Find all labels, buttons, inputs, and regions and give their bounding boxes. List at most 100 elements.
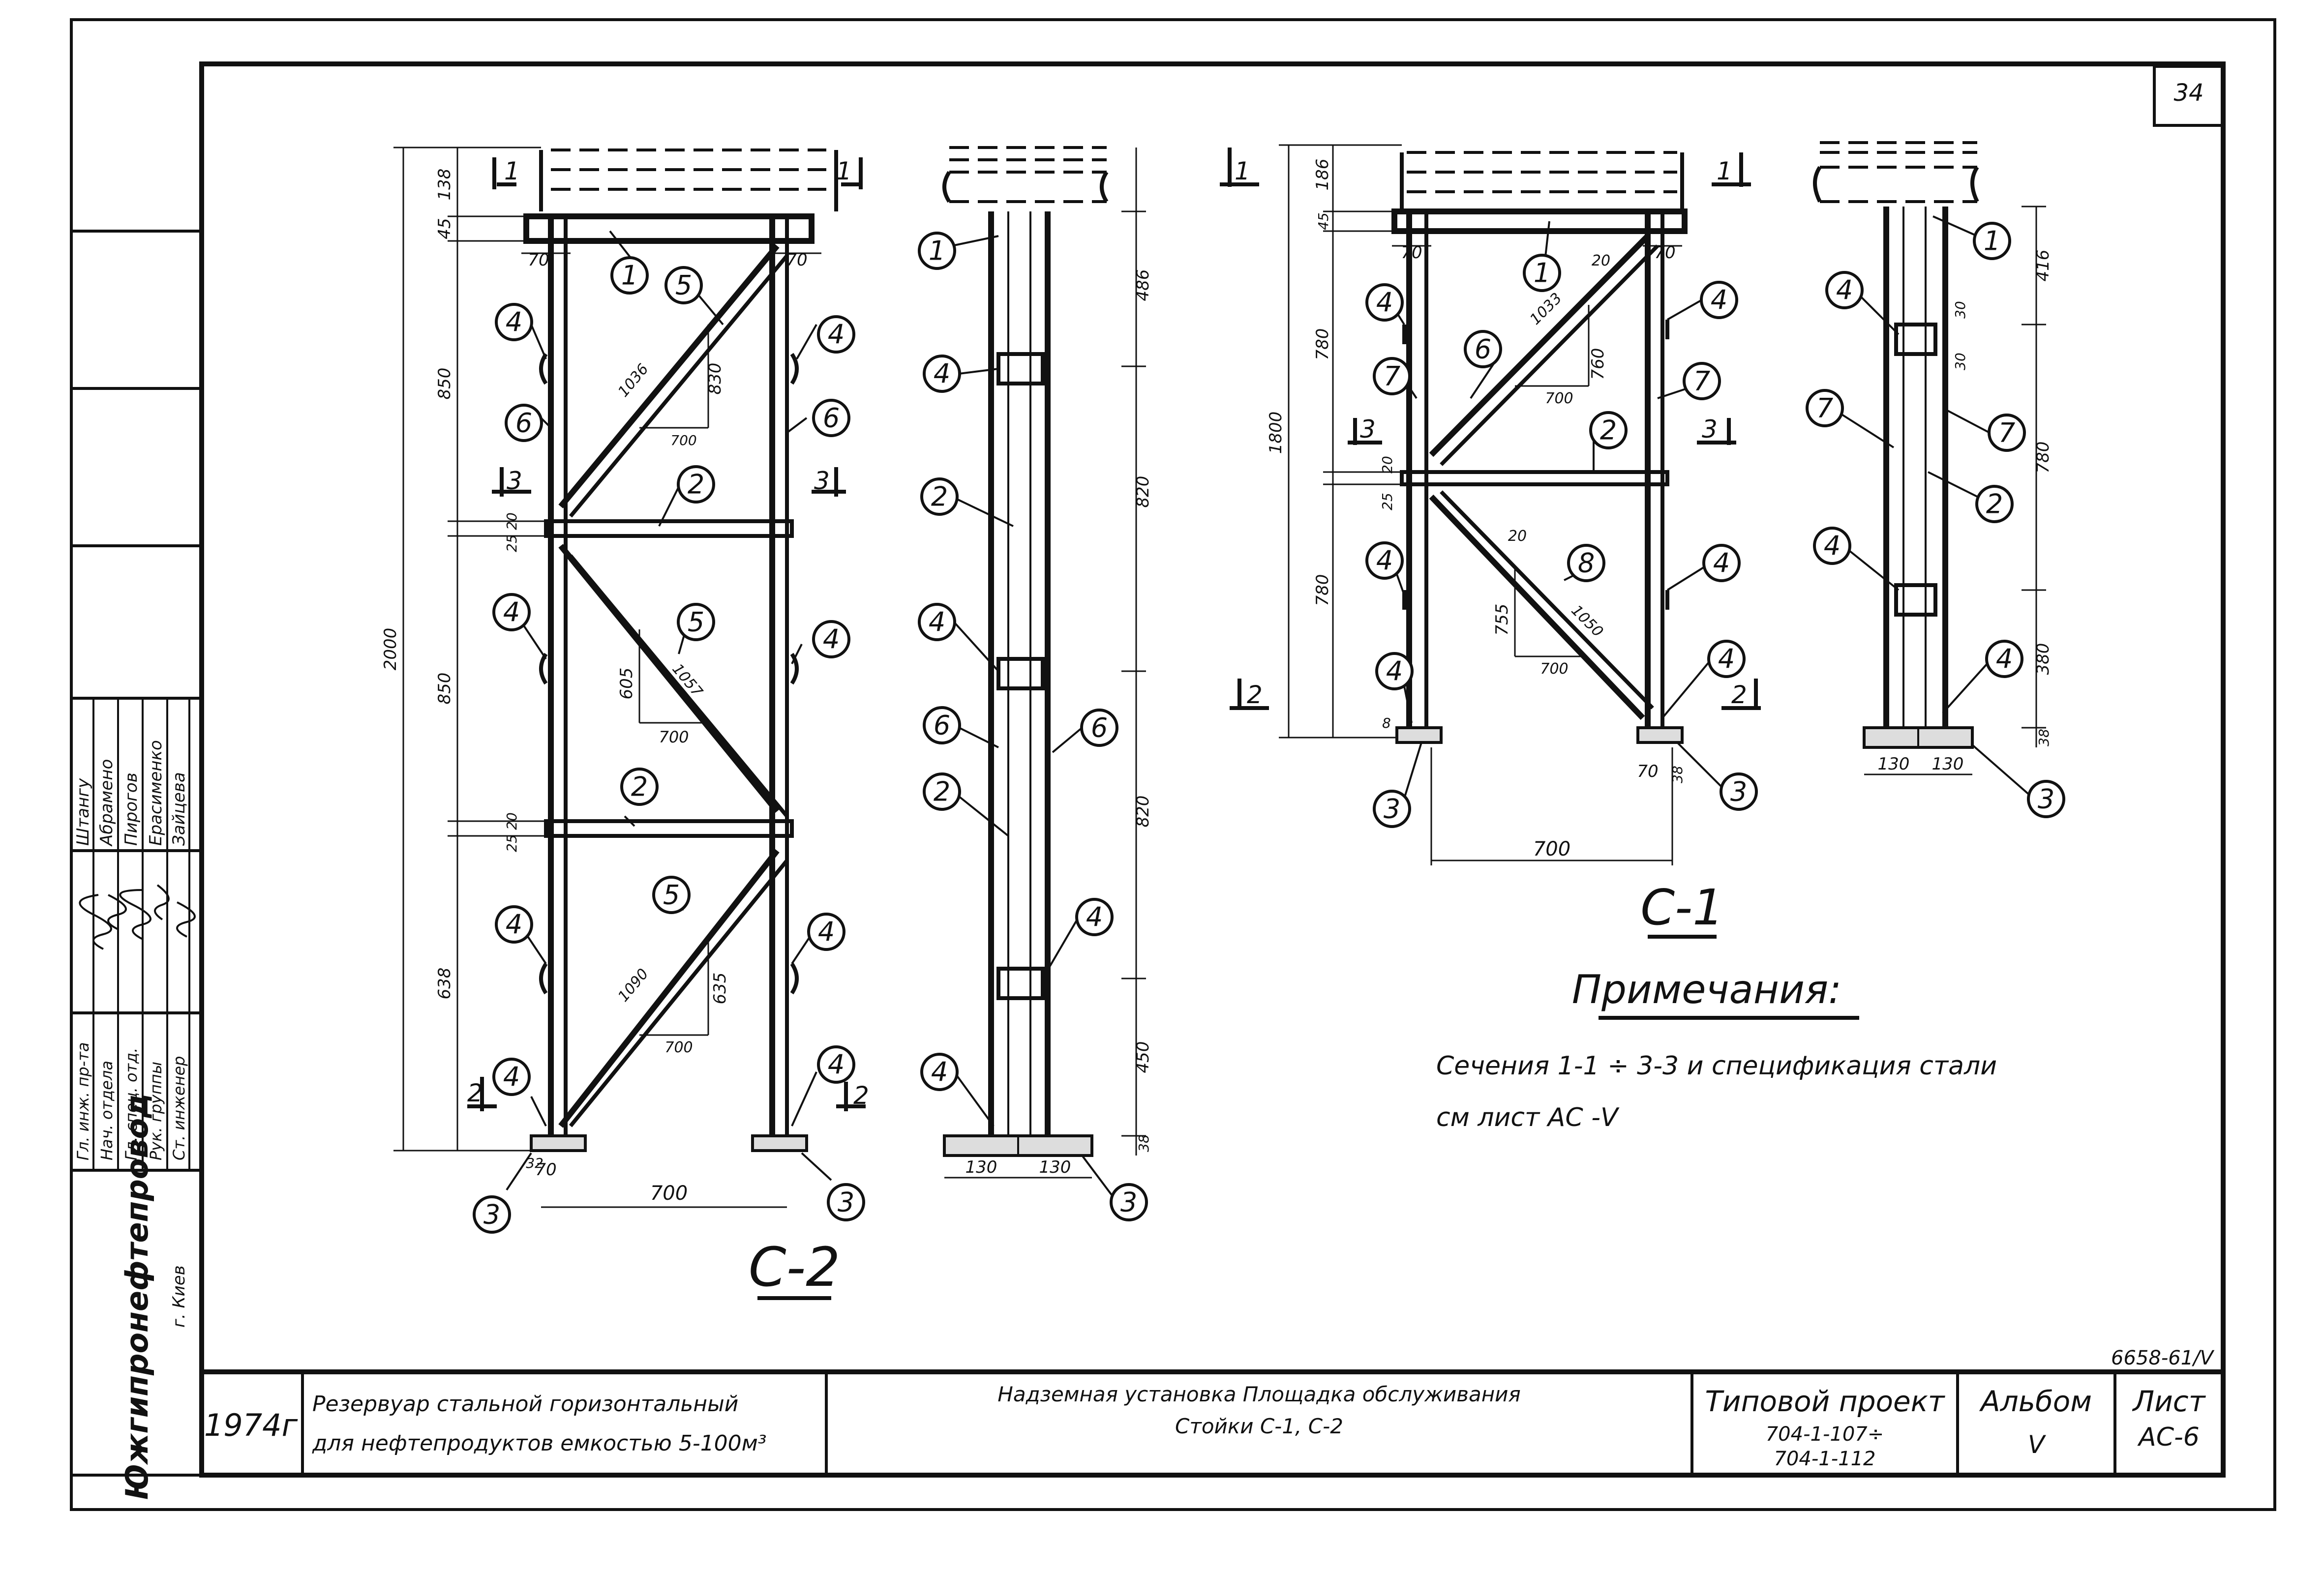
svg-text:1: 1: [504, 157, 520, 185]
marker: 3: [1720, 772, 1758, 811]
marker: 2: [677, 465, 715, 504]
svg-text:700: 700: [664, 1039, 693, 1056]
svg-text:5: 5: [663, 880, 680, 911]
svg-text:1: 1: [836, 157, 852, 185]
svg-text:3: 3: [2038, 784, 2054, 815]
svg-text:638: 638: [435, 968, 454, 1000]
marker: 5: [664, 266, 703, 304]
marker: 3: [473, 1195, 511, 1234]
svg-text:4: 4: [1713, 548, 1730, 579]
view-c2-side: 486 820 820 450 38 130 130: [942, 146, 1153, 1196]
svg-text:1: 1: [621, 260, 638, 291]
svg-text:30: 30: [1952, 353, 1968, 370]
marker: 4: [1365, 541, 1404, 580]
svg-text:380: 380: [2033, 643, 2053, 675]
svg-text:70: 70: [535, 1160, 556, 1180]
svg-text:2000: 2000: [381, 628, 400, 671]
marker: 4: [923, 355, 961, 393]
svg-text:1: 1: [929, 236, 945, 267]
marker: 4: [492, 593, 531, 631]
notes-line1: Сечения 1-1 ÷ 3-3 и спецификация стали: [1436, 1051, 1997, 1081]
marker: 6: [1080, 709, 1118, 747]
svg-text:7: 7: [1998, 417, 2015, 448]
stamp-role-1: Гл. инж. пр-та: [74, 1042, 92, 1160]
sheet-label: Лист: [2132, 1385, 2206, 1418]
svg-text:130: 130: [1878, 754, 1910, 774]
marker: 4: [1702, 544, 1741, 582]
marker: 3: [827, 1183, 865, 1221]
svg-text:8: 8: [1382, 715, 1391, 731]
marker: 3: [1373, 790, 1411, 828]
marker: 1: [610, 256, 649, 295]
svg-text:700: 700: [670, 432, 696, 448]
svg-text:30: 30: [1952, 301, 1968, 319]
marker: 6: [1464, 330, 1502, 368]
svg-text:4: 4: [1376, 545, 1393, 576]
svg-text:850: 850: [435, 368, 454, 400]
svg-text:4: 4: [1824, 531, 1841, 562]
marker: 4: [1707, 640, 1746, 678]
year: 1974г: [204, 1407, 298, 1443]
stamp-role-3: Гл. спец. отд.: [122, 1048, 141, 1160]
svg-text:6: 6: [823, 403, 840, 434]
svg-text:780: 780: [1313, 328, 1332, 360]
stamp-name-3: Пирогов: [121, 772, 141, 846]
svg-text:38: 38: [1669, 766, 1686, 783]
svg-text:2: 2: [931, 481, 948, 512]
svg-text:1: 1: [1984, 226, 2000, 257]
marker: 7: [1988, 414, 2026, 452]
marker: 6: [505, 404, 543, 442]
marker: 7: [1373, 357, 1411, 395]
doc-code: 6658-61/Ⅴ: [2111, 1347, 2215, 1369]
svg-text:7: 7: [1693, 366, 1710, 397]
view-c1-front: 186 45 780 1800 780 8 20 25 70 70 700 70…: [1220, 144, 1761, 865]
marker: 4: [1825, 271, 1864, 309]
view-c1-side: 416 30 30 780 380 38 130 130: [1813, 141, 2053, 798]
svg-text:6: 6: [515, 408, 532, 439]
marker: 2: [920, 477, 959, 516]
c1-front-markers: 1 4 4 7 6 7 2 4 8 4 4 4 3 3: [1365, 254, 1758, 828]
title-block: 1974г Резервуар стальной горизонтальный …: [202, 1347, 2223, 1475]
svg-text:1: 1: [1534, 258, 1550, 289]
left-stamp: Гл. инж. пр-та Нач. отдела Гл. спец. отд…: [71, 230, 202, 1500]
svg-text:450: 450: [1133, 1041, 1153, 1073]
svg-text:2: 2: [1600, 415, 1617, 446]
svg-text:6: 6: [1091, 712, 1108, 743]
stamp-name-1: Штангу: [73, 778, 93, 846]
marker: 4: [1375, 652, 1414, 690]
stamp-role-2: Нач. отдела: [97, 1061, 116, 1160]
title-center-line2: Стойки С-1, С-2: [1175, 1414, 1343, 1438]
inner-frame: [199, 61, 2226, 1478]
stamp-name-4: Ерасименко: [146, 740, 166, 846]
svg-text:2: 2: [934, 776, 950, 807]
svg-text:820: 820: [1133, 476, 1153, 508]
marker: 4: [1985, 640, 2023, 678]
marker: 4: [495, 905, 533, 944]
marker: 5: [652, 876, 691, 914]
marker: 4: [1365, 283, 1404, 322]
marker: 6: [923, 706, 961, 744]
c2-side-markers: 1 4 2 4 6 6 2 4 4 3: [918, 232, 1148, 1221]
svg-text:70: 70: [1637, 762, 1658, 781]
marker: 4: [492, 1058, 531, 1096]
svg-text:2: 2: [1986, 489, 2003, 520]
marker: 1: [1523, 254, 1561, 292]
svg-text:4: 4: [1386, 656, 1403, 687]
title-left-line1: Резервуар стальной горизонтальный: [312, 1392, 738, 1417]
svg-text:38: 38: [2036, 729, 2052, 746]
stamp-role-5: Ст. инженер: [170, 1056, 188, 1160]
org-city: г. Киев: [169, 1265, 189, 1328]
album-value: Ⅴ: [2028, 1430, 2047, 1459]
svg-text:45: 45: [435, 218, 454, 239]
svg-text:4: 4: [506, 307, 522, 338]
marker: 4: [920, 1053, 959, 1091]
svg-text:780: 780: [2033, 442, 2053, 474]
project-label: Типовой проект: [1705, 1385, 1945, 1418]
marker: 1: [918, 232, 956, 270]
marker: 6: [812, 399, 850, 437]
marker: 4: [1075, 898, 1114, 936]
marker: 2: [620, 768, 659, 806]
svg-text:1: 1: [1717, 157, 1732, 185]
sheet-number: 34: [2173, 79, 2203, 107]
svg-text:820: 820: [1133, 796, 1153, 828]
